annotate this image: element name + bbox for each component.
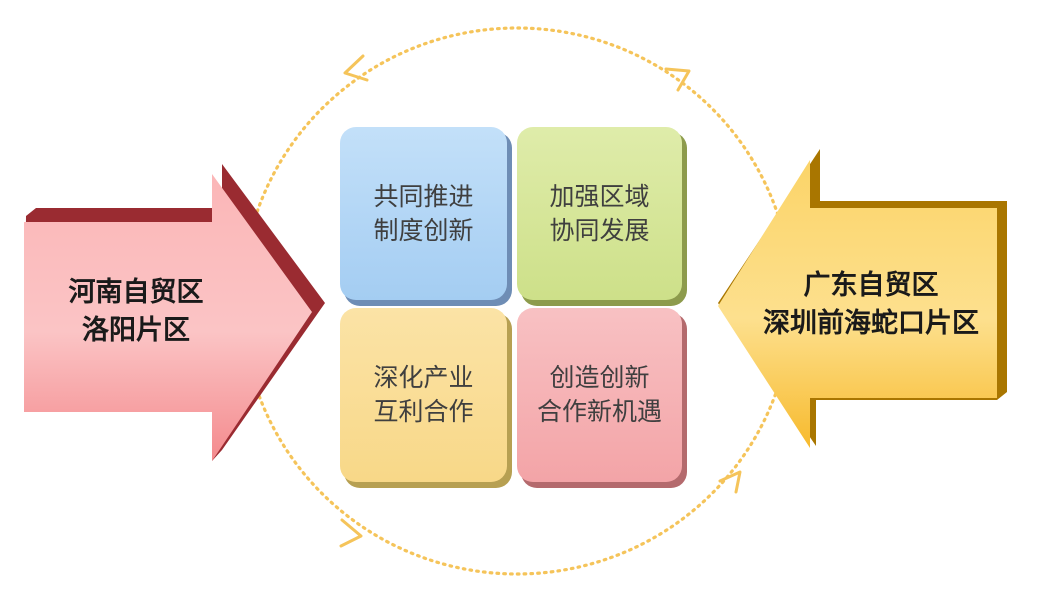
- tile-label-top-left-line1: 共同推进: [373, 181, 474, 211]
- tile-label-bottom-right-line1: 创造创新: [549, 363, 650, 392]
- tile-label-bottom-right: 创造创新 合作新机遇: [517, 308, 682, 482]
- tile-label-bottom-right-line2: 合作新机遇: [536, 397, 662, 426]
- tile-label-bottom-left: 深化产业 互利合作: [340, 308, 507, 482]
- tile-label-top-left: 共同推进 制度创新: [340, 127, 507, 300]
- tile-label-bottom-left-line2: 互利合作: [373, 397, 474, 426]
- tile-innovation-opportunity: [517, 308, 687, 488]
- left-arrow-label-line2: 洛阳片区: [82, 315, 190, 346]
- tile-regional-coordination: [517, 127, 687, 306]
- cycle-chevron-bottom-right: [718, 470, 742, 494]
- cycle-ring: [240, 26, 794, 576]
- left-arrow-label-line1: 河南自贸区: [68, 277, 204, 308]
- cycle-chevron-top-right: [664, 67, 691, 92]
- cycle-chevron-bottom-left: [339, 518, 363, 548]
- tile-label-top-left-line2: 制度创新: [373, 215, 474, 245]
- tile-system-innovation: [340, 127, 512, 306]
- right-arrow-label-line2: 深圳前海蛇口片区: [763, 308, 979, 339]
- tile-label-top-right-line1: 加强区域: [549, 181, 650, 211]
- right-arrow-label: 广东自贸区 深圳前海蛇口片区: [740, 255, 1002, 355]
- right-arrow: [718, 149, 1007, 448]
- right-arrow-face: [718, 160, 997, 448]
- tile-label-top-right: 加强区域 协同发展: [517, 127, 682, 300]
- cycle-chevron-top-left: [343, 54, 369, 82]
- tile-label-bottom-left-line1: 深化产业: [373, 363, 474, 392]
- tile-industry-cooperation: [340, 308, 512, 488]
- left-arrow: [24, 164, 325, 461]
- tile-label-top-right-line2: 协同发展: [549, 215, 650, 245]
- left-arrow-label: 河南自贸区 洛阳片区: [36, 262, 236, 362]
- left-arrow-face: [24, 174, 312, 461]
- right-arrow-label-line1: 广东自贸区: [803, 270, 939, 301]
